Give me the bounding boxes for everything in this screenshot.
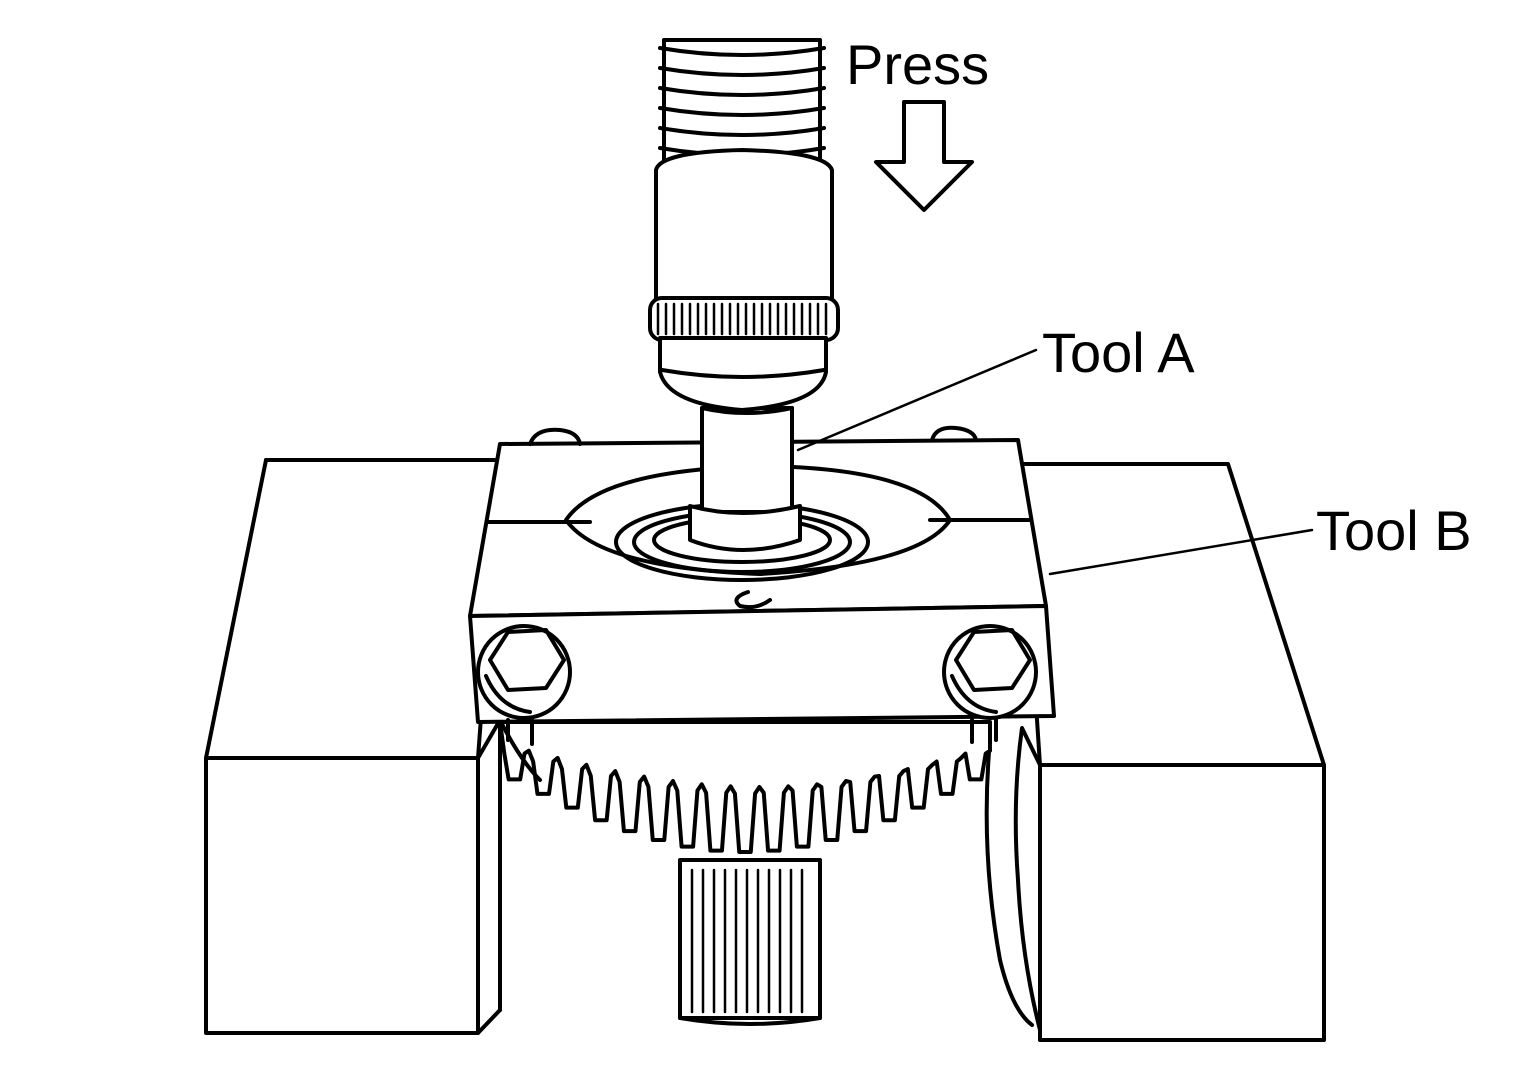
tool-a-label: Tool A xyxy=(1042,321,1195,384)
left-bolt xyxy=(476,624,572,746)
right-bolt xyxy=(942,624,1038,744)
thread-line xyxy=(658,126,826,137)
press-ram xyxy=(648,38,840,412)
tool-b-label: Tool B xyxy=(1316,499,1472,562)
left-support-block xyxy=(204,458,502,1035)
tool-a-leader xyxy=(796,348,1038,452)
thread-line xyxy=(658,46,826,57)
lower-spline-shaft xyxy=(678,858,822,1026)
screw-body xyxy=(662,38,822,162)
gear xyxy=(498,718,992,854)
thread-line xyxy=(658,106,826,117)
press-label: Press xyxy=(846,33,989,96)
right-support-block xyxy=(984,462,1326,1042)
thread-line xyxy=(658,66,826,77)
thread-line xyxy=(658,86,826,97)
tool-a-drift xyxy=(688,406,802,552)
press-arrow-icon xyxy=(874,100,974,212)
tool-b-leader xyxy=(1048,528,1314,576)
